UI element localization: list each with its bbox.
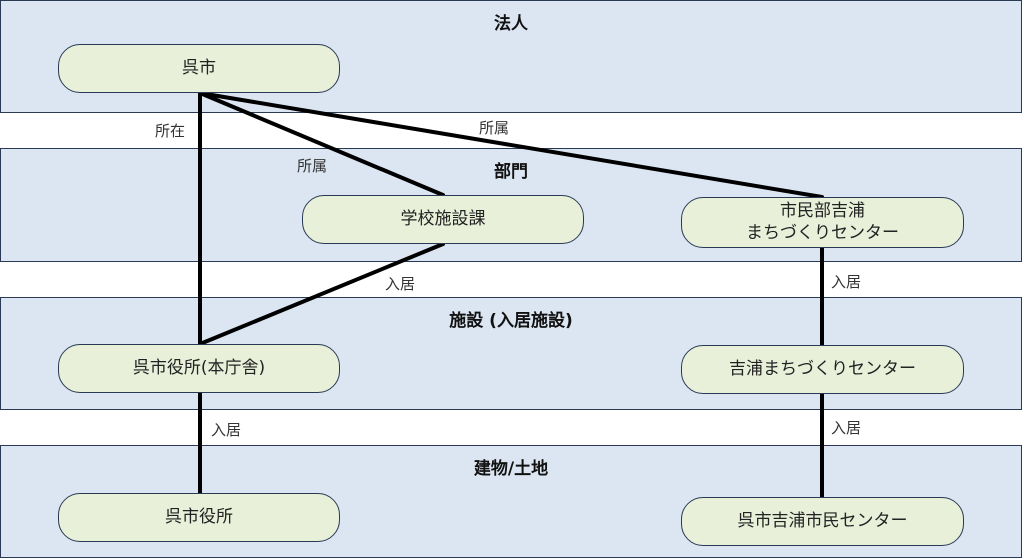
node-kure-city[interactable]: 呉市 bbox=[58, 44, 340, 93]
node-yoshiura-center[interactable]: 吉浦まちづくりセンター bbox=[681, 345, 964, 394]
layer-title-facility: 施設 (入居施設) bbox=[449, 311, 573, 331]
node-city-hall-main[interactable]: 呉市役所(本庁舎) bbox=[58, 344, 340, 393]
layer-title-corporation: 法人 bbox=[494, 14, 528, 34]
edge-label-belongs-1: 所属 bbox=[479, 119, 510, 137]
node-city-hall-building[interactable]: 呉市役所 bbox=[58, 493, 340, 542]
edge-belongs-yoshiura-line bbox=[198, 91, 824, 199]
edge-label-occupies-2: 入居 bbox=[831, 273, 862, 291]
edge-belongs-school-line bbox=[198, 91, 445, 197]
layer-title-department: 部門 bbox=[494, 162, 528, 182]
edge-occupies-school-line bbox=[198, 242, 445, 346]
node-school-facilities[interactable]: 学校施設課 bbox=[302, 195, 584, 244]
edge-label-occupies-4: 入居 bbox=[831, 419, 862, 437]
edge-label-location: 所在 bbox=[155, 122, 186, 140]
node-yoshiura-citizen-center[interactable]: 呉市吉浦市民センター bbox=[681, 497, 964, 546]
edge-label-occupies-3: 入居 bbox=[211, 421, 242, 439]
edge-label-belongs-2: 所属 bbox=[297, 157, 328, 175]
layer-title-building: 建物/土地 bbox=[473, 459, 549, 479]
edge-label-occupies-1: 入居 bbox=[385, 275, 416, 293]
node-yoshiura-dept[interactable]: 市民部吉浦 まちづくりセンター bbox=[681, 197, 964, 248]
